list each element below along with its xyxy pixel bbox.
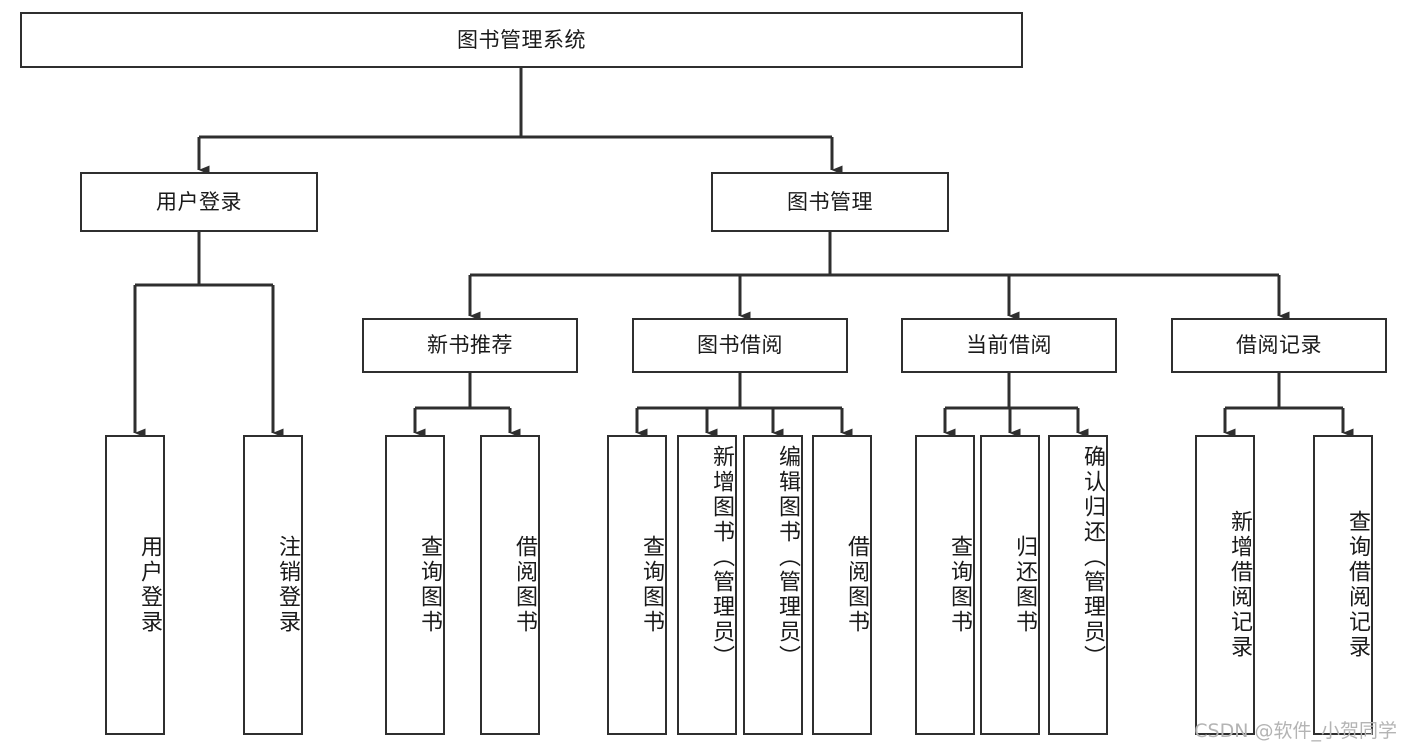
node-label: 新增借阅记录 — [1227, 510, 1252, 660]
watermark: CSDN @软件_小贺同学 — [1194, 720, 1397, 742]
node-label: 查询图书 — [639, 535, 664, 635]
node-label: 确认归还（管理员） — [1080, 445, 1105, 670]
leaf-confirm-return-admin[interactable]: 确认归还（管理员） — [1048, 435, 1108, 735]
node-borrow-record[interactable]: 借阅记录 — [1171, 318, 1387, 373]
leaf-add-borrow-record[interactable]: 新增借阅记录 — [1195, 435, 1255, 735]
node-label: 图书管理 — [787, 189, 873, 214]
leaf-edit-book-admin[interactable]: 编辑图书（管理员） — [743, 435, 803, 735]
leaf-borrow-book[interactable]: 借阅图书 — [812, 435, 872, 735]
leaf-return-book[interactable]: 归还图书 — [980, 435, 1040, 735]
node-user-login[interactable]: 用户登录 — [80, 172, 318, 232]
node-label: 查询图书 — [417, 535, 442, 635]
node-root-book-management-system[interactable]: 图书管理系统 — [20, 12, 1023, 68]
node-label: 归还图书 — [1012, 535, 1037, 635]
node-label: 借阅记录 — [1236, 333, 1322, 358]
leaf-query-book-borrow[interactable]: 查询图书 — [607, 435, 667, 735]
node-current-borrow[interactable]: 当前借阅 — [901, 318, 1117, 373]
node-new-book-recommend[interactable]: 新书推荐 — [362, 318, 578, 373]
leaf-query-book-recommend[interactable]: 查询图书 — [385, 435, 445, 735]
node-label: 查询借阅记录 — [1345, 510, 1370, 660]
node-book-management[interactable]: 图书管理 — [711, 172, 949, 232]
node-label: 用户登录 — [156, 189, 242, 214]
leaf-logout[interactable]: 注销登录 — [243, 435, 303, 735]
leaf-borrow-book-recommend[interactable]: 借阅图书 — [480, 435, 540, 735]
node-book-borrow[interactable]: 图书借阅 — [632, 318, 848, 373]
node-label: 查询图书 — [947, 535, 972, 635]
node-label: 借阅图书 — [844, 535, 869, 635]
node-label: 新书推荐 — [427, 333, 513, 358]
node-label: 当前借阅 — [966, 333, 1052, 358]
node-label: 编辑图书（管理员） — [775, 445, 800, 670]
leaf-query-book-current[interactable]: 查询图书 — [915, 435, 975, 735]
node-label: 图书借阅 — [697, 333, 783, 358]
leaf-user-login[interactable]: 用户登录 — [105, 435, 165, 735]
node-label: 图书管理系统 — [457, 27, 586, 52]
node-label: 借阅图书 — [512, 535, 537, 635]
node-label: 新增图书（管理员） — [709, 445, 734, 670]
node-label: 注销登录 — [275, 535, 300, 635]
leaf-query-borrow-record[interactable]: 查询借阅记录 — [1313, 435, 1373, 735]
node-label: 用户登录 — [137, 535, 162, 635]
leaf-add-book-admin[interactable]: 新增图书（管理员） — [677, 435, 737, 735]
